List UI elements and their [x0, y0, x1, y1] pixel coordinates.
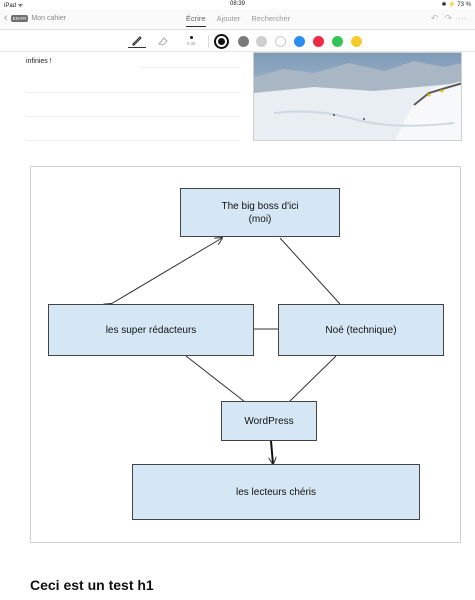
- pen-tool[interactable]: [128, 33, 146, 48]
- line-boss-noe: [279, 237, 341, 305]
- color-swatch-red[interactable]: [313, 36, 324, 47]
- chevron-left-icon: ‹: [4, 12, 8, 24]
- node-boss-line2: (moi): [248, 213, 272, 225]
- node-lecteurs[interactable]: les lecteurs chéris: [132, 464, 420, 520]
- org-diagram[interactable]: The big boss d'ici (moi) les super rédac…: [30, 166, 461, 543]
- node-boss-line1: The big boss d'ici: [221, 200, 299, 212]
- clock: 08:39: [229, 1, 245, 7]
- eraser-icon: [158, 36, 168, 46]
- drawing-toolbar: 0.35: [0, 31, 475, 52]
- ruled-line: [26, 140, 240, 141]
- color-swatch-yellow[interactable]: [351, 36, 362, 47]
- ruled-line: [140, 67, 240, 68]
- color-swatch-light-gray[interactable]: [256, 36, 267, 47]
- node-wordpress[interactable]: WordPress: [221, 401, 317, 441]
- note-text[interactable]: infinies !: [26, 58, 52, 65]
- color-swatch-green[interactable]: [332, 36, 343, 47]
- tab-ajouter[interactable]: Ajouter: [216, 14, 241, 23]
- pen-size-selector[interactable]: 0.35: [180, 33, 202, 48]
- undo-redo-group: ↶ ↷ ⋯: [431, 13, 467, 24]
- device-label: iPad ᯤ: [4, 3, 24, 9]
- node-redacteurs[interactable]: les super rédacteurs: [48, 304, 254, 356]
- ruled-line: [26, 92, 240, 93]
- toolbar-divider: [208, 35, 209, 48]
- color-swatch-white[interactable]: [275, 36, 286, 47]
- color-swatch-gray[interactable]: [238, 36, 249, 47]
- pen-size-value: 0.35: [186, 40, 196, 46]
- node-boss[interactable]: The big boss d'ici (moi): [180, 188, 340, 237]
- color-swatch-black[interactable]: [214, 34, 229, 49]
- diagram-connectors: [31, 167, 341, 544]
- ruled-line: [26, 116, 240, 117]
- color-swatch-blue[interactable]: [294, 36, 305, 47]
- notebook-badge: EN-FR: [10, 15, 29, 22]
- arrow-wordpress-lecteurs: [271, 440, 273, 464]
- tab-rechercher[interactable]: Rechercher: [251, 14, 291, 23]
- more-icon[interactable]: ⋯: [458, 13, 467, 23]
- node-noe[interactable]: Noé (technique): [278, 304, 444, 356]
- eraser-tool[interactable]: [154, 33, 170, 48]
- mode-tabs: Écrire Ajouter Rechercher: [186, 14, 290, 27]
- back-button[interactable]: ‹ EN-FR Mon cahier: [4, 13, 66, 24]
- mountain-photo[interactable]: [253, 52, 462, 141]
- line-noe-wordpress: [288, 355, 337, 403]
- tab-ecrire[interactable]: Écrire: [186, 14, 206, 27]
- battery-indicator: ✱ ⚡ 73 %: [441, 2, 471, 8]
- nav-bar: ‹ EN-FR Mon cahier Écrire Ajouter Recher…: [0, 9, 475, 30]
- mountain-photo-image: [254, 53, 461, 140]
- page-heading[interactable]: Ceci est un test h1: [30, 577, 154, 593]
- status-bar: iPad ᯤ 08:39 ✱ ⚡ 73 %: [0, 0, 475, 9]
- arrow-boss-redacteurs: [111, 238, 222, 304]
- line-redacteurs-wordpress: [185, 355, 246, 403]
- back-label: Mon cahier: [31, 15, 67, 22]
- pen-icon: [132, 36, 142, 46]
- redo-icon[interactable]: ↷: [444, 13, 452, 23]
- undo-icon[interactable]: ↶: [430, 13, 439, 23]
- pen-size-dot: [189, 35, 193, 39]
